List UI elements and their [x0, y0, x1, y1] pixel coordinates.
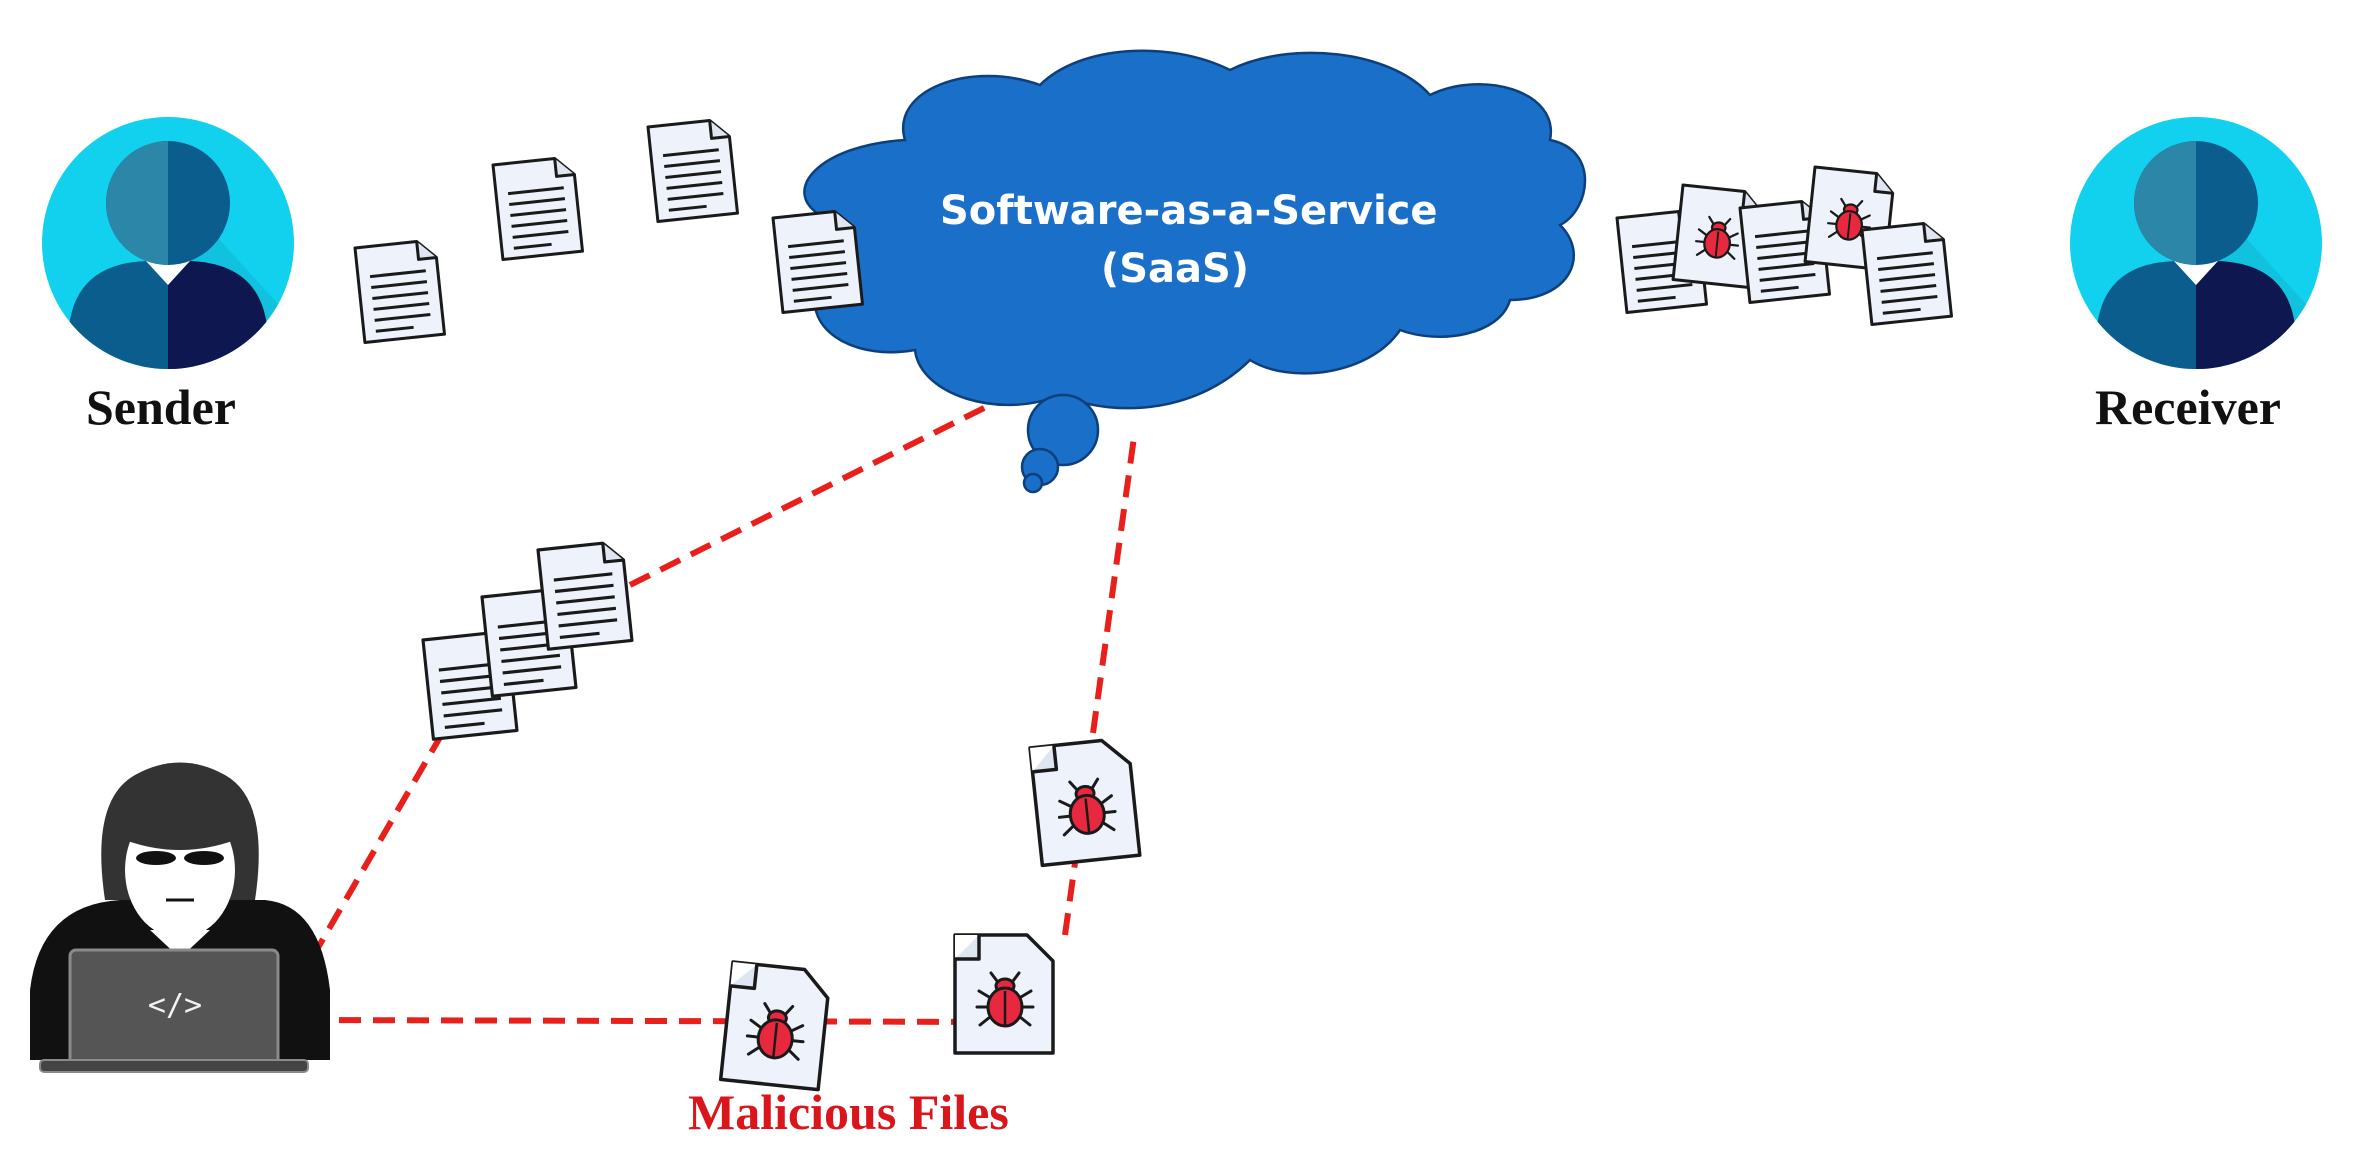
attack-line-hacker-malware	[304, 1017, 1001, 1025]
document-icon	[491, 155, 584, 261]
saas-cloud	[791, 49, 1587, 494]
document-icon	[1860, 220, 1953, 326]
receiver-label: Receiver	[2095, 379, 2281, 435]
document-icon	[536, 539, 634, 651]
document-icon	[646, 117, 739, 223]
laptop-code-text: </>	[147, 988, 203, 1023]
stolen-documents	[421, 539, 634, 741]
cloud-subtitle: (SaaS)	[1100, 246, 1250, 292]
cloud-title: Software-as-a-Service	[940, 188, 1438, 234]
document-icon	[353, 238, 446, 344]
malicious-files-label: Malicious Files	[688, 1084, 1009, 1140]
document-icon	[771, 208, 864, 314]
sender-label: Sender	[86, 379, 236, 435]
malware-document-icon	[1030, 738, 1140, 866]
attack-line-docs-cloud	[628, 402, 992, 588]
hacker-icon	[30, 762, 330, 1073]
malware-document-icon	[721, 962, 831, 1090]
receiver-documents	[1615, 167, 1953, 326]
sender-documents	[353, 117, 864, 344]
malware-document-icon	[955, 935, 1053, 1053]
malicious-files	[721, 738, 1140, 1090]
attack-line-hacker-docs	[309, 718, 453, 960]
laptop-icon	[39, 948, 309, 1073]
